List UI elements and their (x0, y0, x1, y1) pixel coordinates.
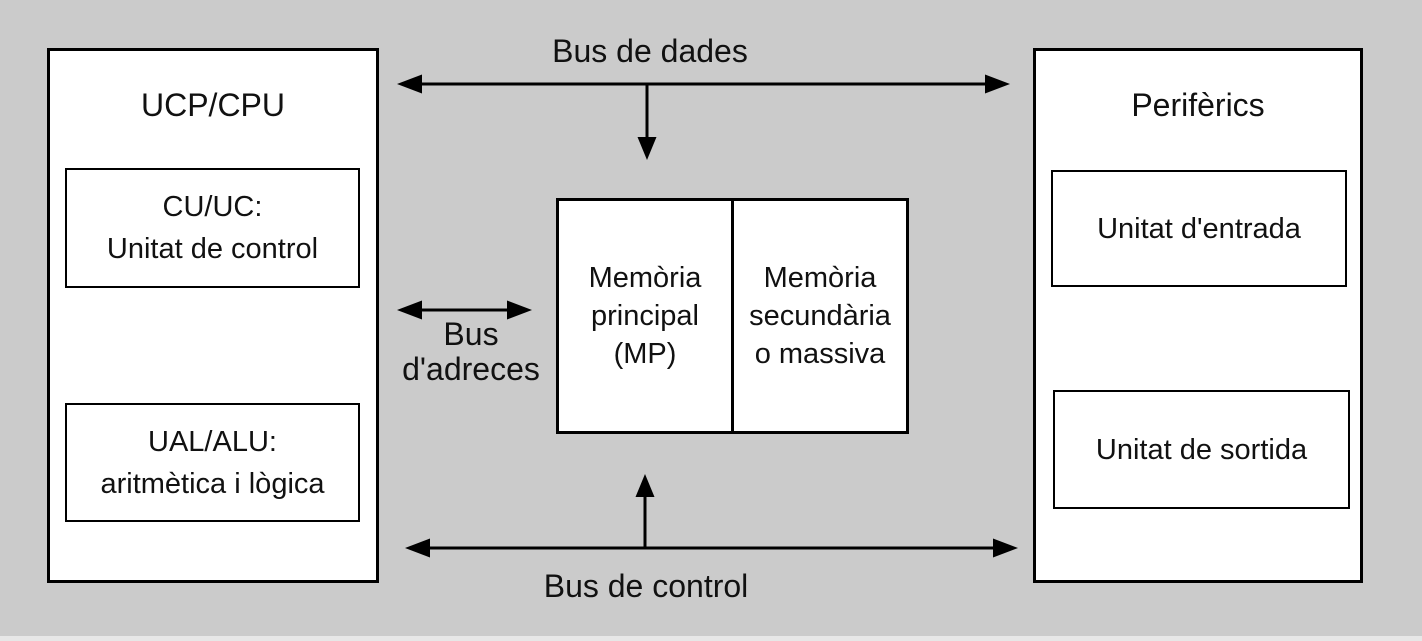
input-unit-label: Unitat d'entrada (1097, 212, 1301, 245)
control-bus-arrow (405, 538, 1018, 558)
data-bus-label: Bus de dades (552, 33, 748, 69)
data-bus-arrow (397, 74, 1010, 94)
control-bus-branch-arrow (635, 474, 655, 548)
control-unit-label: CU/UC: Unitat de control (106, 191, 319, 265)
secondary-memory-cell: Memòria secundària o massiva (734, 201, 906, 431)
bottom-edge-strip (0, 636, 1422, 641)
memory-box: Memòria principal (MP) Memòria secundàri… (556, 198, 909, 434)
main-memory-cell: Memòria principal (MP) (559, 201, 734, 431)
secondary-memory-label: Memòria secundària o massiva (749, 262, 891, 370)
input-unit-box: Unitat d'entrada (1051, 170, 1347, 287)
control-bus-label: Bus de control (543, 568, 749, 604)
alu-label: UAL/ALU: aritmètica i lògica (100, 425, 325, 500)
peripherals-title: Perifèrics (1131, 87, 1265, 123)
main-memory-label: Memòria principal (MP) (588, 262, 702, 370)
control-unit-box: CU/UC: Unitat de control (65, 168, 360, 288)
output-unit-label: Unitat de sortida (1095, 433, 1308, 466)
output-unit-box: Unitat de sortida (1053, 390, 1350, 509)
cpu-title: UCP/CPU (140, 87, 285, 123)
address-bus-label: Bus d'adreces (402, 316, 540, 387)
alu-box: UAL/ALU: aritmètica i lògica (65, 403, 360, 522)
data-bus-branch-arrow (637, 84, 657, 160)
